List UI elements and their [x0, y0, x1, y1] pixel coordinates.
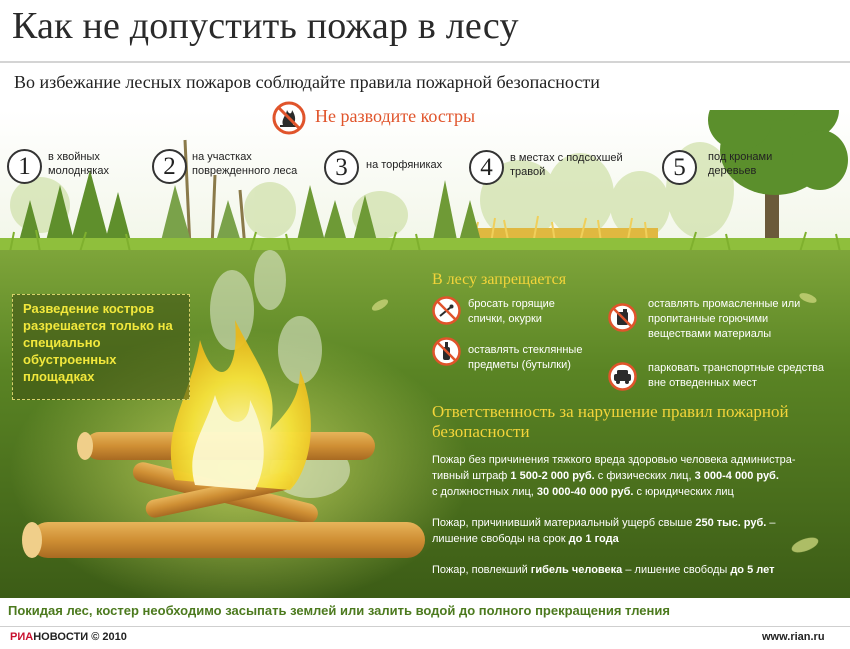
penalty-fine-text-5: с юридических лиц [633, 486, 734, 498]
forbidden-1-line-1: бросать горящие [468, 298, 555, 310]
penalty-death-text-1: Пожар, повлекший [432, 564, 531, 576]
penalty-fine-individual: 1 500-2 000 руб. [510, 470, 595, 482]
bottle-icon [432, 337, 461, 366]
brand-novosti: НОВОСТИ [33, 631, 89, 643]
brand-logo: РИАНОВОСТИ © 2010 [10, 631, 127, 643]
place-4-line-2: травой [510, 166, 546, 178]
penalty-fine-legal: 30 000-40 000 руб. [536, 486, 634, 498]
canister-icon [608, 303, 637, 332]
penalty-fine-officials: 3 000-4 000 руб. [694, 470, 779, 482]
brand-ria: РИА [10, 631, 34, 643]
place-label-3: на торфяниках [366, 158, 442, 172]
place-label-4: в местах с подсохшей травой [510, 151, 623, 179]
no-campfire-icon [272, 101, 306, 135]
penalty-fine-text-4: с должностных лиц, [432, 486, 537, 498]
place-label-2: на участках поврежденного леса [192, 150, 297, 178]
match-icon [432, 296, 461, 325]
place-2-line-2: поврежденного леса [192, 165, 298, 177]
responsibility-title: Ответственность за нарушение правил пожа… [432, 402, 789, 441]
car-icon [608, 362, 637, 391]
forbidden-section-title: В лесу запрещается [432, 271, 567, 288]
footer-band [0, 598, 850, 627]
penalty-death-line-1: Пожар, повлекший гибель человека – лишен… [432, 562, 842, 578]
penalty-death-term: до 5 лет [730, 564, 775, 576]
forbidden-1-line-2: спички, окурки [468, 313, 542, 325]
forbidden-3-line-1: оставлять промасленные или [648, 298, 801, 310]
forbidden-2-line-1: оставлять стеклянные [468, 344, 583, 356]
penalty-damage-line-1: Пожар, причинивший материальный ущерб св… [432, 515, 842, 531]
place-label-1: в хвойных молодняках [48, 150, 109, 178]
penalty-damage-text-1: Пожар, причинивший материальный ущерб св… [432, 517, 696, 529]
forbidden-item-matches: бросать горящие спички, окурки [468, 297, 555, 327]
forbidden-item-parking: парковать транспортные средства вне отве… [648, 361, 824, 391]
penalty-fine-text-3: с физических лиц, [594, 470, 695, 482]
penalty-damage-amount: 250 тыс. руб. [695, 517, 767, 529]
place-1-line-1: в хвойных [48, 151, 100, 163]
penalty-death-paragraph: Пожар, повлекший гибель человека – лишен… [432, 562, 842, 578]
site-link[interactable]: www.rian.ru [762, 631, 825, 643]
place-4-line-1: в местах с подсохшей [510, 152, 623, 164]
penalty-damage-text-2: – [766, 517, 776, 529]
penalty-fine-line-2: тивный штраф 1 500-2 000 руб. с физическ… [432, 468, 842, 484]
place-label-5: под кронами деревьев [708, 150, 772, 178]
forbidden-item-bottles: оставлять стеклянные предметы (бутылки) [468, 343, 582, 373]
penalty-damage-line-2: лишение свободы на срок до 1 года [432, 531, 842, 547]
penalty-damage-paragraph: Пожар, причинивший материальный ущерб св… [432, 515, 842, 547]
forbidden-item-oily-materials: оставлять промасленные или пропитанные г… [648, 297, 800, 342]
penalty-fine-line-1: Пожар без причинения тяжкого вреда здоро… [432, 452, 842, 468]
page-subtitle: Во избежание лесных пожаров соблюдайте п… [14, 72, 600, 92]
penalty-fine-line-3: с должностных лиц, 30 000-40 000 руб. с … [432, 484, 842, 500]
footer-note: Покидая лес, костер необходимо засыпать … [8, 603, 670, 618]
forbidden-4-line-2: вне отведенных мест [648, 377, 757, 389]
place-number-2: 2 [152, 149, 187, 184]
allowed-note-text: Разведение костров разрешается только на… [23, 301, 173, 384]
penalty-death-text-2: – лишение свободы [622, 564, 731, 576]
forbidden-2-line-2: предметы (бутылки) [468, 359, 571, 371]
page-title: Как не допустить пожар в лесу [12, 5, 519, 47]
footer-divider [0, 626, 850, 627]
penalty-fine-text-2: тивный штраф [432, 470, 511, 482]
no-fire-label: Не разводите костры [315, 106, 476, 126]
place-number-3: 3 [324, 150, 359, 185]
place-2-line-1: на участках [192, 151, 252, 163]
penalty-fine-paragraph: Пожар без причинения тяжкого вреда здоро… [432, 452, 842, 500]
forbidden-4-line-1: парковать транспортные средства [648, 362, 824, 374]
penalty-damage-text-3: лишение свободы на срок [432, 533, 569, 545]
place-number-5: 5 [662, 150, 697, 185]
penalty-fine-text-1: Пожар без причинения тяжкого вреда здоро… [432, 454, 796, 466]
place-5-line-1: под кронами [708, 151, 773, 163]
place-number-4: 4 [469, 150, 504, 185]
place-3-line-1: на торфяниках [366, 159, 443, 171]
forbidden-3-line-3: веществами материалы [648, 328, 772, 340]
forbidden-3-line-2: пропитанные горючими [648, 313, 769, 325]
place-5-line-2: деревьев [708, 165, 757, 177]
allowed-note-box [12, 294, 190, 400]
place-number-1: 1 [7, 149, 42, 184]
brand-copyright: © 2010 [88, 631, 127, 643]
penalty-damage-term: до 1 года [568, 533, 619, 545]
penalty-death-cause: гибель человека [530, 564, 623, 576]
place-1-line-2: молодняках [48, 165, 109, 177]
title-divider [0, 61, 850, 63]
